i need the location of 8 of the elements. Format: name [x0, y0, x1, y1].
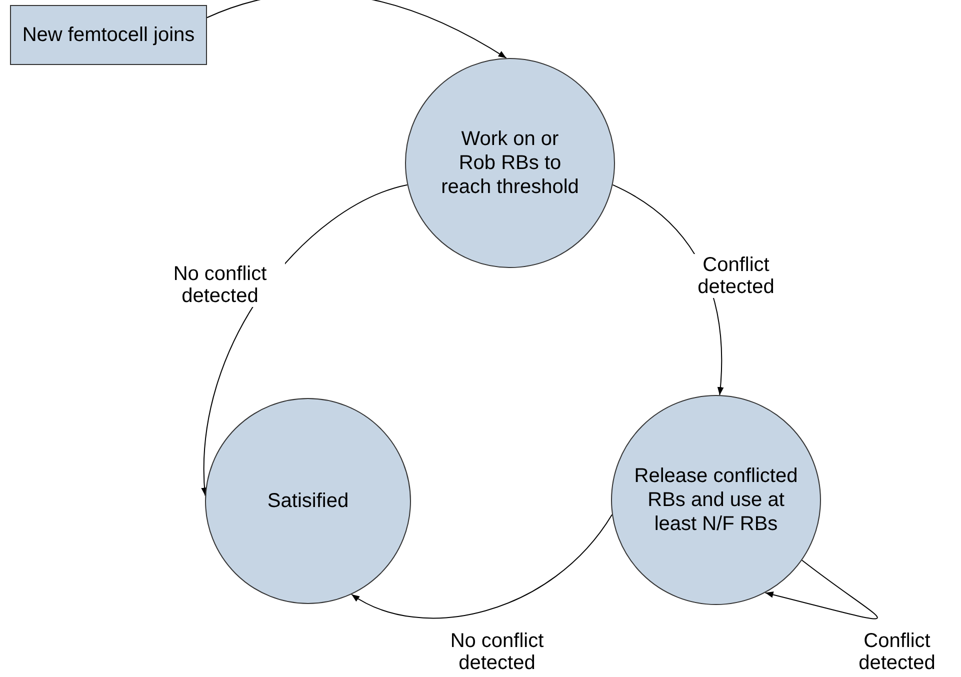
arrow — [764, 560, 878, 620]
state-text: New femtocell joins — [22, 23, 195, 47]
state-text: Release conflicted RBs and use at least N/F RBs — [634, 464, 798, 536]
state-text: Satisified — [267, 489, 349, 513]
arrow — [351, 514, 613, 619]
state-text: Work on or Rob RBs to reach threshold — [440, 127, 580, 199]
arrow — [206, 0, 507, 59]
start-box — [10, 5, 207, 65]
